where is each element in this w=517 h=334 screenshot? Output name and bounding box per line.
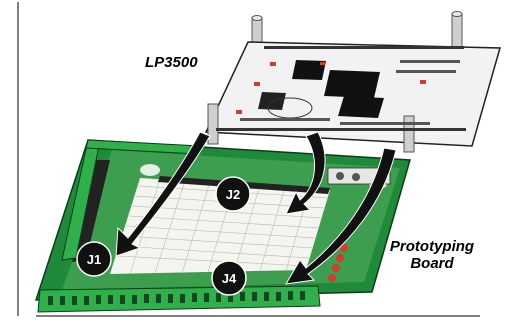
- arrow-to-j1: [115, 131, 211, 257]
- lp3500-module: [204, 11, 501, 153]
- arrow-to-j4: [285, 147, 397, 285]
- connector-j4-label: J4: [222, 271, 237, 286]
- connector-j1-label: J1: [87, 252, 101, 267]
- assembly-arrows: [115, 131, 397, 285]
- prototyping-board-label: Prototyping Board: [384, 238, 480, 272]
- grid-holes: [116, 178, 329, 275]
- connector-j2-badge: J2: [215, 176, 251, 212]
- connector-j1-badge: J1: [76, 241, 112, 277]
- lp3500-label: LP3500: [145, 54, 198, 71]
- prototyping-board-label-line2: Board: [410, 255, 454, 272]
- led-row: [328, 244, 348, 282]
- connector-j2-label: J2: [226, 187, 240, 202]
- connector-j4-badge: J4: [211, 260, 247, 296]
- prototyping-board-label-line1: Prototyping: [389, 238, 475, 255]
- arrow-to-j2: [285, 131, 326, 215]
